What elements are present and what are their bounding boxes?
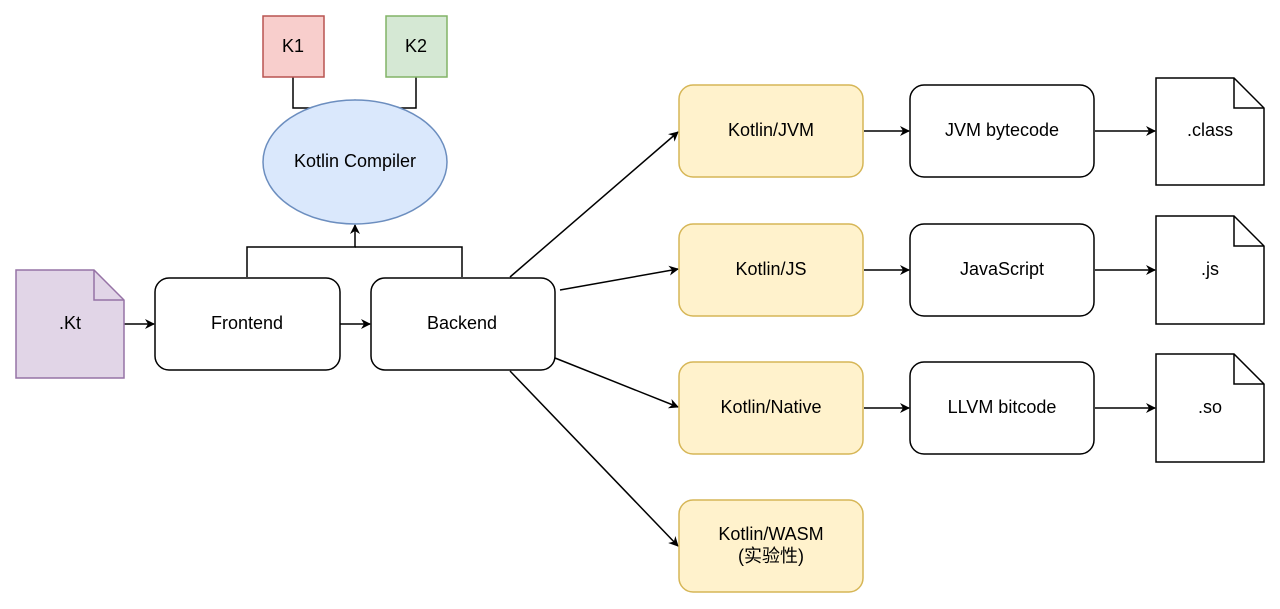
k1-label: K1 xyxy=(282,36,304,56)
llvm-bitcode-node: LLVM bitcode xyxy=(909,361,1095,455)
class-file-label: .class xyxy=(1187,120,1233,140)
k2-node: K2 xyxy=(385,15,448,78)
frontend-label: Frontend xyxy=(211,313,283,333)
k1-box xyxy=(262,15,325,78)
kotlin-compiler-node: Kotlin Compiler xyxy=(262,99,448,225)
kt-file-fold xyxy=(93,270,124,301)
kotlin-native-node: Kotlin/Native xyxy=(678,361,864,455)
k2-label: K2 xyxy=(405,36,427,56)
frontend-node: Frontend xyxy=(154,277,341,371)
arrow-backend-to-kotlin-wasm xyxy=(509,370,679,547)
kt-file-shape xyxy=(15,269,125,379)
so-file-shape xyxy=(1155,353,1265,463)
llvm-bitcode-label: LLVM bitcode xyxy=(948,397,1057,417)
arrow-backend-to-kotlin-jvm xyxy=(509,131,679,278)
js-file-fold xyxy=(1233,216,1264,247)
arrow-backend-to-kotlin-native xyxy=(554,357,679,409)
js-file-node: .js xyxy=(1155,215,1265,325)
kotlin-jvm-label: Kotlin/JVM xyxy=(728,120,814,140)
k2-box xyxy=(385,15,448,78)
k1-node: K1 xyxy=(262,15,325,78)
jvm-bytecode-label: JVM bytecode xyxy=(945,120,1059,140)
arrow-backend-to-kotlin-js xyxy=(559,265,679,291)
so-file-fold xyxy=(1233,354,1264,385)
kotlin-wasm-label: Kotlin/WASM xyxy=(718,524,823,544)
kotlin-native-label: Kotlin/Native xyxy=(720,397,821,417)
javascript-node: JavaScript xyxy=(909,223,1095,317)
jvm-bytecode-box xyxy=(909,84,1095,178)
kt-file-node: .Kt xyxy=(15,269,125,379)
kotlin-native-box xyxy=(678,361,864,455)
kotlin-wasm-sublabel: (实验性) xyxy=(738,546,804,566)
kotlin-compiler-label: Kotlin Compiler xyxy=(294,151,416,171)
kotlin-js-box xyxy=(678,223,864,317)
class-file-fold xyxy=(1233,78,1264,109)
javascript-label: JavaScript xyxy=(960,259,1044,279)
connectors xyxy=(124,77,1156,547)
kotlin-jvm-box xyxy=(678,84,864,178)
kotlin-js-label: Kotlin/JS xyxy=(735,259,806,279)
javascript-box xyxy=(909,223,1095,317)
backend-node: Backend xyxy=(370,277,556,371)
so-file-label: .so xyxy=(1198,397,1222,417)
so-file-node: .so xyxy=(1155,353,1265,463)
frontend-box xyxy=(154,277,341,371)
kotlin-js-node: Kotlin/JS xyxy=(678,223,864,317)
kt-file-label: .Kt xyxy=(59,313,81,333)
js-file-label: .js xyxy=(1201,259,1219,279)
kotlin-wasm-node: Kotlin/WASM (实验性) xyxy=(678,499,864,593)
arrow-frontend-to-compiler xyxy=(246,224,360,277)
class-file-node: .class xyxy=(1155,77,1265,186)
llvm-bitcode-box xyxy=(909,361,1095,455)
kotlin-jvm-node: Kotlin/JVM xyxy=(678,84,864,178)
kotlin-wasm-box xyxy=(678,499,864,593)
js-file-shape xyxy=(1155,215,1265,325)
backend-box xyxy=(370,277,556,371)
line-backend-to-compiler xyxy=(355,246,463,277)
class-file-shape xyxy=(1155,77,1265,186)
kotlin-compiler-ellipse xyxy=(262,99,448,225)
jvm-bytecode-node: JVM bytecode xyxy=(909,84,1095,178)
backend-label: Backend xyxy=(427,313,497,333)
